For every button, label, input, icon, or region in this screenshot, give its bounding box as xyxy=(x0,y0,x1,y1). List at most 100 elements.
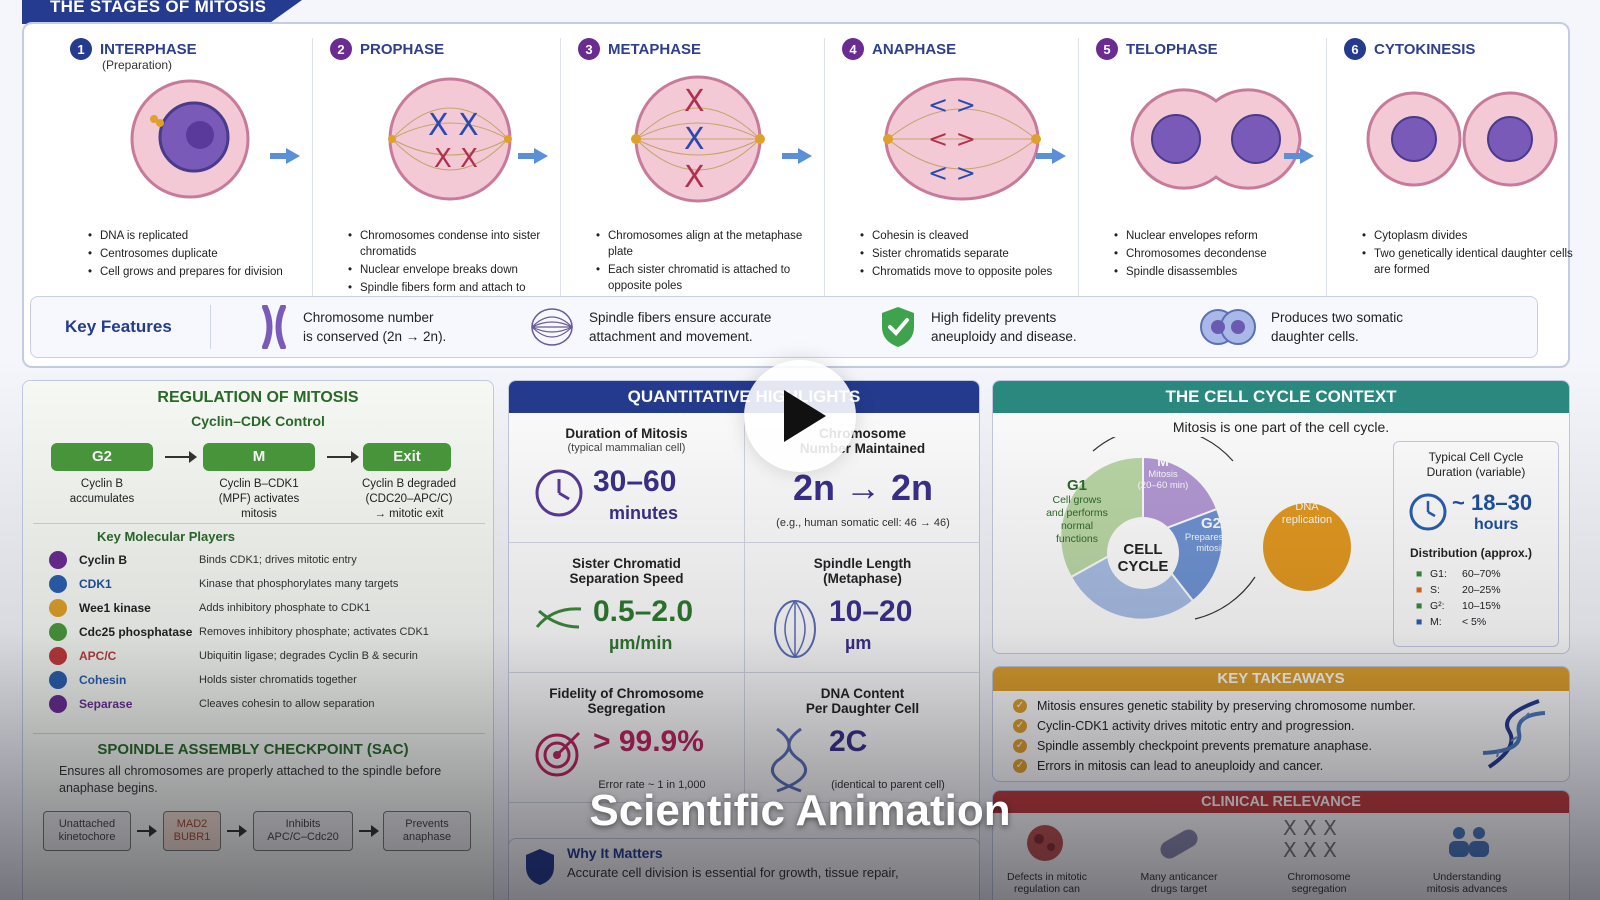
distribution-title: Distribution (approx.) xyxy=(1410,546,1532,560)
svg-text:X X X: X X X xyxy=(1283,838,1337,862)
players-title: Key Molecular Players xyxy=(97,529,236,544)
player-description: Removes inhibitory phosphate; activates … xyxy=(199,626,429,638)
cell-cycle-panel: THE CELL CYCLE CONTEXT Mitosis is one pa… xyxy=(992,380,1570,654)
check-icon: ✓ xyxy=(1013,739,1027,753)
clock-icon xyxy=(1409,493,1447,531)
stage-bullets: Cytoplasm dividesTwo genetically identic… xyxy=(1362,228,1592,280)
stage-illustration: X XX X xyxy=(388,77,512,201)
player-name: Separase xyxy=(79,697,133,711)
quant-sublabel: Separation Speed xyxy=(569,571,684,586)
why-it-matters: Why It Matters Accurate cell division is… xyxy=(508,838,980,900)
spindle-icon xyxy=(769,597,821,666)
divider xyxy=(33,523,485,524)
phase-marker-icon: ■ xyxy=(1416,584,1423,596)
stage-name: CYTOKINESIS xyxy=(1374,40,1476,58)
svg-text:X: X xyxy=(684,160,705,195)
feature-line: is conserved (2n → 2n). xyxy=(303,329,447,344)
stage-arrow-icon xyxy=(1284,148,1314,164)
quant-value: 2C xyxy=(829,725,868,758)
stage-bullets: Nuclear envelopes reformChromosomes deco… xyxy=(1114,228,1344,282)
quant-value: 2n → 2n xyxy=(792,467,934,508)
phase-m-desc: Cyclin B–CDK1 (MPF) activates mitosis xyxy=(218,478,300,520)
stage-illustration xyxy=(1130,88,1302,190)
stage-divider xyxy=(312,38,313,303)
stage-name: TELOPHASE xyxy=(1126,40,1218,58)
segment-g2-text: G2 Prepares for mitosis xyxy=(1173,515,1249,554)
clinical-item: Understanding mitosis advances xyxy=(1426,871,1508,895)
player-description: Adds inhibitory phosphate to CDK1 xyxy=(199,602,371,614)
play-button[interactable] xyxy=(744,360,856,472)
takeaway-text: Cyclin-CDK1 activity drives mitotic entr… xyxy=(1037,719,1355,733)
molecule-icon xyxy=(49,671,67,689)
quant-sublabel: (Metaphase) xyxy=(823,571,902,586)
stage-bullets: Chromosomes align at the metaphase plate… xyxy=(596,228,826,296)
segment-s-label: S xyxy=(1301,481,1313,500)
segment-m-label: M xyxy=(1157,453,1169,469)
quant-value: 0.5–2.0 xyxy=(593,595,694,628)
molecule-icon xyxy=(49,623,67,641)
stage-bullet: Chromosomes decondense xyxy=(1114,246,1344,262)
takeaways-panel: KEY TAKEAWAYS ✓Mitosis ensures genetic s… xyxy=(992,666,1570,782)
segment-g2-desc: Prepares for mitosis xyxy=(1184,532,1238,554)
stage-bullet: Cytoplasm divides xyxy=(1362,228,1592,244)
svg-text:< >: < > xyxy=(928,125,976,153)
molecule-icon xyxy=(49,695,67,713)
key-features-title: Key Features xyxy=(31,305,211,349)
stage-arrow-icon xyxy=(1036,148,1066,164)
svg-text:X: X xyxy=(684,84,705,119)
segment-m-desc: Mitosis (20–60 min) xyxy=(1137,469,1189,491)
stage-illustration: < >< >< > xyxy=(883,77,1041,201)
svg-text:X: X xyxy=(684,122,705,157)
player-name: Cyclin B xyxy=(79,553,128,567)
stage-divider xyxy=(560,38,561,303)
player-description: Ubiquitin ligase; degrades Cyclin B & se… xyxy=(199,650,418,662)
player-name: Cohesin xyxy=(79,673,127,687)
clinical-item: Defects in mitotic regulation can xyxy=(1007,871,1087,895)
daughter-cells-icon xyxy=(1200,309,1256,345)
feature-line: daughter cells. xyxy=(1271,329,1359,344)
stage-bullet: Each sister chromatid is attached to opp… xyxy=(596,262,826,294)
cell-cycle-subtitle: Mitosis is one part of the cell cycle. xyxy=(1172,419,1390,435)
check-icon: ✓ xyxy=(1013,699,1027,713)
segment-s-desc: DNA replication xyxy=(1281,501,1333,526)
stage-arrow-icon xyxy=(782,148,812,164)
check-icon: ✓ xyxy=(1013,719,1027,733)
player-name: Cdc25 phosphatase xyxy=(79,625,193,639)
quant-note: (e.g., human somatic cell: 46 → 46) xyxy=(776,517,950,529)
stage-number-badge: 3 xyxy=(578,38,600,60)
stage-telophase: 5TELOPHASENuclear envelopes reformChromo… xyxy=(1096,38,1346,308)
svg-text:X X: X X xyxy=(434,144,478,174)
segment-g1-label: G1 xyxy=(1066,477,1087,494)
cyclin-cdk-flow: G2 M Exit Cyclin B accumulates Cyclin B–… xyxy=(23,443,493,533)
quant-sublabel: Per Daughter Cell xyxy=(805,701,920,716)
feature-line: Produces two somatic xyxy=(1271,310,1404,325)
feature-daughter-cells: Produces two somatic daughter cells. xyxy=(1199,307,1459,347)
stage-bullets: Cohesin is cleavedSister chromatids sepa… xyxy=(860,228,1090,282)
divider xyxy=(33,733,485,734)
takeaway-item: ✓Mitosis ensures genetic stability by pr… xyxy=(1013,699,1416,713)
feature-line: Spindle fibers ensure accurate xyxy=(589,310,772,325)
shield-icon xyxy=(526,849,554,885)
clinical-item: Chromosome segregation xyxy=(1287,871,1351,895)
target-icon xyxy=(533,727,585,784)
phase-marker-icon: ■ xyxy=(1416,600,1423,612)
duration-value: ~ 18–30 xyxy=(1452,490,1533,515)
distribution-row: ■M:< 5% xyxy=(1416,616,1486,628)
clock-icon xyxy=(533,467,585,524)
phase-g2-desc: Cyclin B accumulates xyxy=(69,478,135,505)
stage-bullet: Sister chromatids separate xyxy=(860,246,1090,262)
